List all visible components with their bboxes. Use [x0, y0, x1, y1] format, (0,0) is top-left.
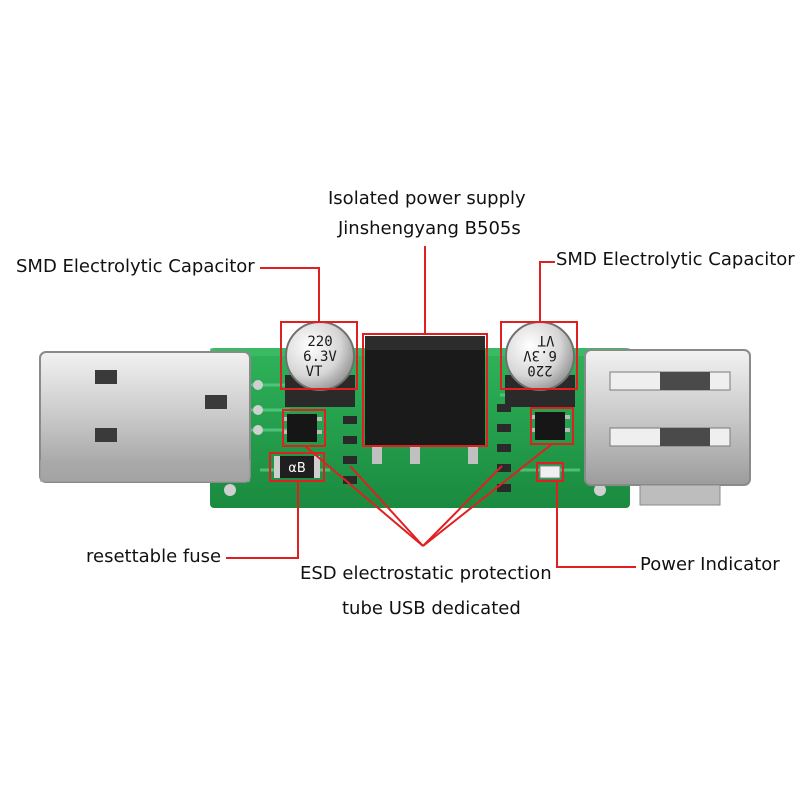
- cap-left-text-2: 6.3V: [303, 349, 337, 365]
- usb-male-connector: [39, 351, 251, 483]
- leader-esd-2: [304, 445, 424, 547]
- label-smd-cap-right: SMD Electrolytic Capacitor: [556, 249, 795, 270]
- esd-ic-left: [282, 414, 322, 442]
- cap-left-text-3: VT: [306, 364, 323, 380]
- usb-female-connector: [584, 349, 751, 506]
- leader-esd-3: [422, 465, 503, 547]
- leader-fuse: [226, 481, 299, 559]
- label-esd-line1: ESD electrostatic protection: [300, 563, 552, 584]
- label-smd-cap-left: SMD Electrolytic Capacitor: [16, 256, 255, 277]
- leader-cap-left: [260, 267, 320, 322]
- label-power-indicator: Power Indicator: [640, 554, 780, 575]
- esd-ic-right: [530, 412, 570, 440]
- cap-left-text-1: 220: [307, 334, 332, 350]
- resettable-fuse: αB: [274, 456, 320, 478]
- label-esd-line2: tube USB dedicated: [342, 598, 521, 619]
- callout-box-led: [536, 462, 564, 482]
- callout-box-ic-left: [282, 409, 326, 447]
- label-resettable-fuse: resettable fuse: [86, 546, 222, 567]
- right-capacitor: 220 6.3V VT: [505, 321, 575, 407]
- cap-right-text-2: 6.3V: [523, 347, 557, 363]
- power-led: [539, 465, 561, 479]
- smd-passives: [343, 404, 511, 492]
- leader-esd-4: [422, 443, 553, 547]
- fuse-marking: αB: [288, 461, 306, 476]
- label-isolated-power-line1: Isolated power supply: [328, 188, 526, 209]
- isolated-power-module: [365, 336, 485, 464]
- left-capacitor: 220 6.3V VT: [285, 321, 355, 407]
- callouts: [226, 246, 636, 568]
- leader-cap-right: [539, 261, 555, 322]
- cap-right-text-3: VT: [537, 332, 554, 348]
- leader-esd-1: [349, 465, 424, 547]
- leader-led: [556, 481, 636, 568]
- label-isolated-power-line2: Jinshengyang B505s: [338, 218, 521, 239]
- cap-right-text-1: 220: [527, 362, 552, 378]
